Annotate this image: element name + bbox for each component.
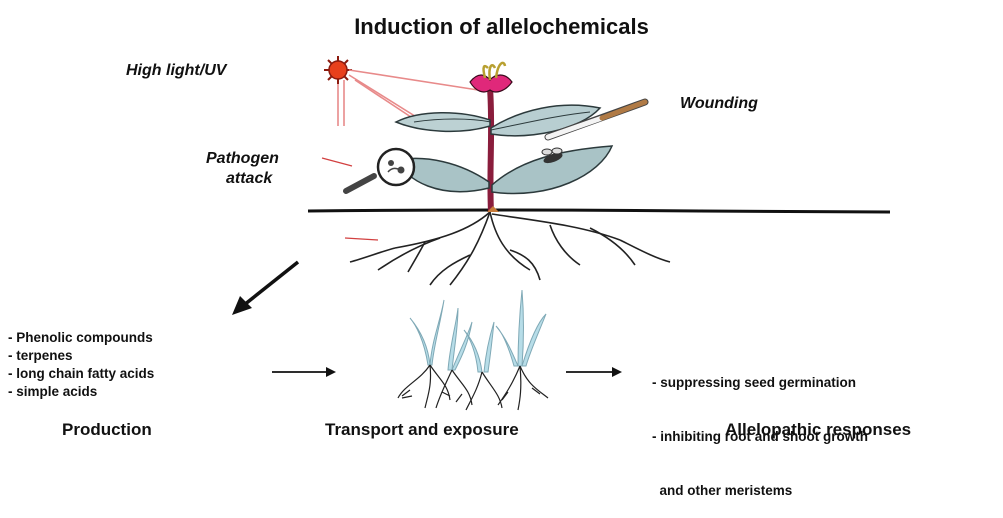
plant-leaves — [396, 105, 612, 193]
response-arrow — [566, 367, 622, 377]
production-arrow — [232, 262, 298, 315]
sun-icon — [324, 56, 352, 84]
sun-disc — [329, 61, 347, 79]
flower-icon — [470, 63, 512, 92]
pathogen-magnifier-icon — [346, 149, 414, 191]
plant-roots — [350, 212, 670, 285]
response-item: and other meristems — [652, 482, 868, 500]
plant-stem — [490, 88, 491, 212]
soil-line — [308, 210, 890, 212]
seedlings — [398, 290, 548, 410]
allelochemical-illustration — [0, 0, 1003, 444]
transport-arrow — [272, 367, 336, 377]
